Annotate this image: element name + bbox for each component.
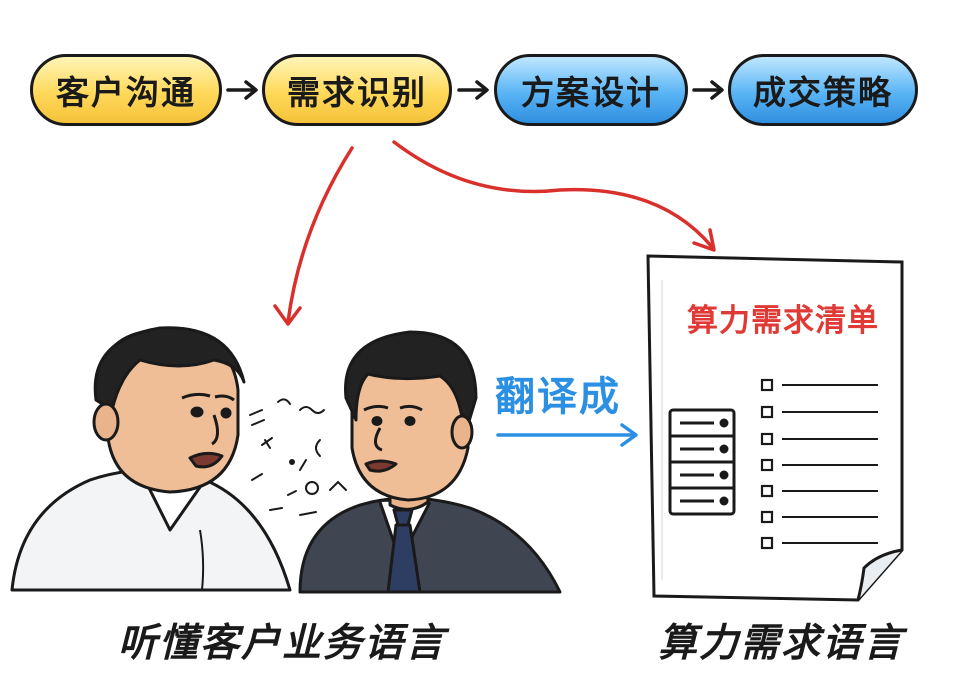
speech-symbols (249, 398, 347, 516)
man-white-shirt (10, 326, 292, 592)
step-requirement-identification: 需求识别 (262, 54, 452, 126)
arrow-right-icon (692, 80, 724, 100)
two-people-illustration (10, 326, 562, 594)
arrow-right-icon (457, 80, 489, 100)
man-dark-suit (298, 330, 562, 594)
document-title: 算力需求清单 (687, 303, 879, 339)
step-label: 成交策略 (753, 73, 893, 112)
red-arrow-to-people (273, 146, 354, 326)
step-label: 需求识别 (287, 73, 427, 112)
arrow-right-icon (226, 80, 258, 100)
step-label: 客户沟通 (56, 73, 196, 112)
blue-arrow-right-icon (496, 423, 638, 447)
step-deal-strategy: 成交策略 (728, 54, 918, 126)
server-rack-icon (668, 408, 736, 516)
step-customer-communication: 客户沟通 (30, 54, 222, 126)
caption-compute-requirement-language: 算力需求语言 (658, 621, 905, 666)
red-arrow-to-document (392, 140, 716, 252)
translate-label: 翻译成 (495, 374, 621, 420)
step-solution-design: 方案设计 (494, 54, 688, 126)
checklist (760, 378, 878, 550)
requirements-document (646, 254, 904, 602)
caption-customer-business-language: 听懂客户业务语言 (118, 621, 447, 666)
step-label: 方案设计 (521, 73, 661, 112)
